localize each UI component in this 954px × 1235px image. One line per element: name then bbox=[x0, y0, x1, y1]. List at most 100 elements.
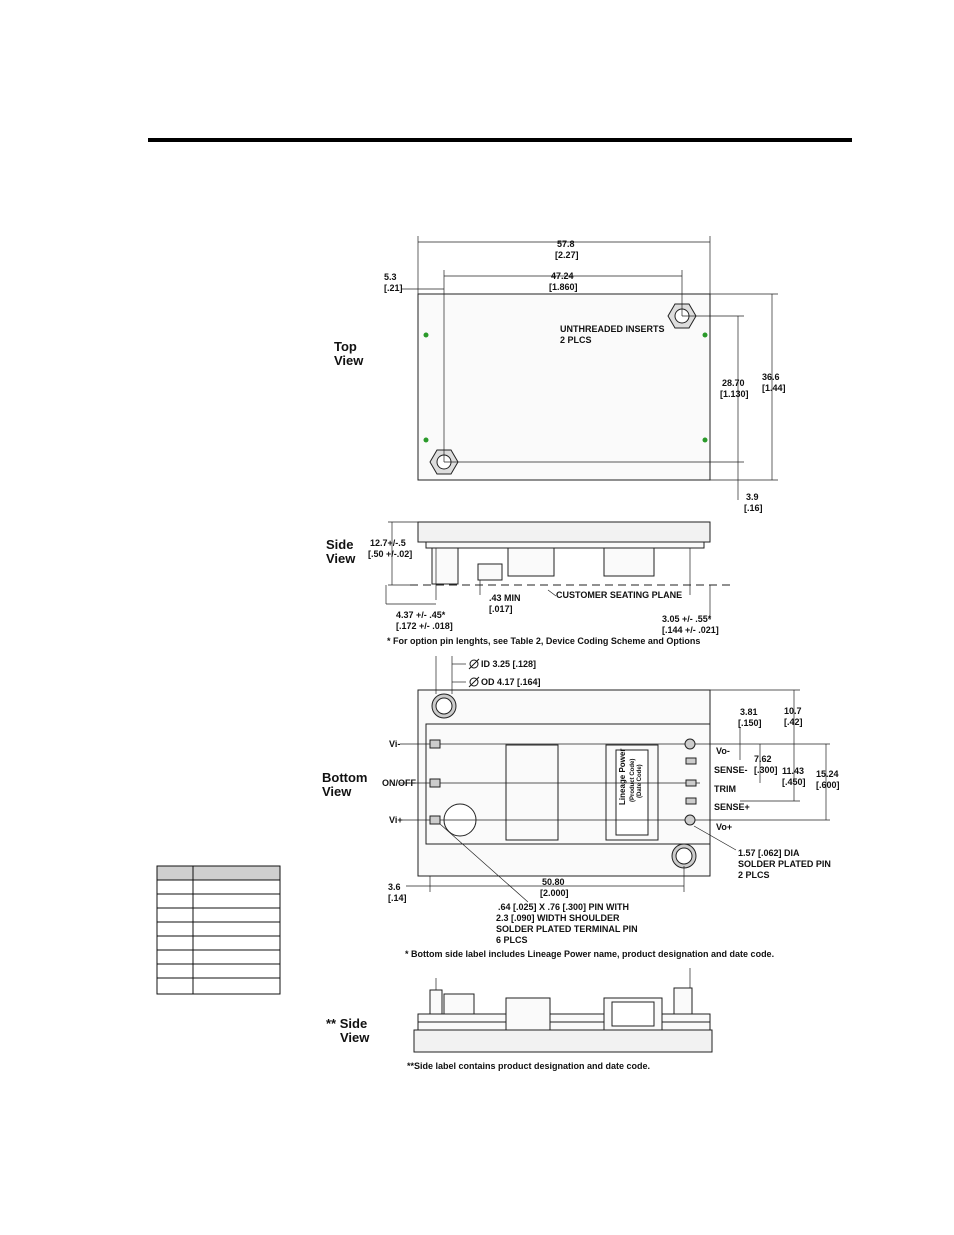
dim-10-7-in: [.42] bbox=[784, 717, 803, 727]
side2-pcb bbox=[417, 1013, 711, 1023]
dim-3-6: 3.6 bbox=[388, 882, 401, 892]
dim-50-80: 50.80 bbox=[542, 877, 565, 887]
dim-insert-vert-in: [1.130] bbox=[720, 389, 749, 399]
pin-label-trim: TRIM bbox=[714, 784, 736, 794]
side-view-label: Side bbox=[326, 537, 353, 552]
dim-pin-left-in: [.172 +/- .018] bbox=[396, 621, 453, 631]
dim-bottom-offset: 3.9 bbox=[746, 492, 759, 502]
pin-on-off bbox=[429, 778, 441, 788]
side2-footnote: **Side label contains product designatio… bbox=[407, 1061, 650, 1071]
label-text-1: Lineage Power bbox=[618, 749, 627, 805]
top-mark-4 bbox=[702, 437, 708, 443]
dim-pin-right-in: [.144 +/- .021] bbox=[662, 625, 719, 635]
side2-component-3 bbox=[443, 993, 475, 1015]
side-component-1 bbox=[507, 547, 555, 577]
pin-label-sense-plus: SENSE+ bbox=[714, 802, 750, 812]
dim-7-62: 7.62 bbox=[754, 754, 772, 764]
bottom-component-1 bbox=[505, 744, 559, 841]
dim-width-in: [2.27] bbox=[555, 250, 579, 260]
pin-function-table bbox=[156, 865, 281, 995]
side-baseplate bbox=[417, 521, 711, 543]
dim-15-24: 15.24 bbox=[816, 769, 839, 779]
dim-insert-spacing: 47.24 bbox=[551, 271, 574, 281]
side-footnote: * For option pin lenghts, see Table 2, D… bbox=[387, 636, 700, 646]
dim-min: .43 MIN bbox=[489, 593, 521, 603]
dim-left-offset: 5.3 bbox=[384, 272, 397, 282]
pin-vi-plus bbox=[429, 815, 441, 825]
side2-view-label: ** Side bbox=[326, 1016, 367, 1031]
top-mark-3 bbox=[423, 437, 429, 443]
side2-label bbox=[611, 1001, 655, 1027]
pin-label-vo-plus: Vo+ bbox=[716, 822, 732, 832]
table-header bbox=[156, 865, 281, 881]
side-pcb bbox=[425, 541, 705, 549]
dim-od: OD 4.17 [.164] bbox=[481, 677, 541, 687]
side2-baseplate bbox=[413, 1029, 713, 1053]
term-note-3: SOLDER PLATED TERMINAL PIN bbox=[496, 924, 638, 934]
dim-3-81-in: [.150] bbox=[738, 718, 762, 728]
top-mark-1 bbox=[423, 332, 429, 338]
pin-note-1: 1.57 [.062] DIA bbox=[738, 848, 800, 858]
top-view: Top View 57.8 [2.27] 47.24 [1.860] 5.3 [… bbox=[334, 236, 786, 513]
pin-label-vi-plus: Vi+ bbox=[389, 815, 403, 825]
pin-label-vi-minus: Vi- bbox=[389, 739, 400, 749]
label-text-3: (Date Code) bbox=[637, 764, 643, 798]
bottom-label bbox=[615, 749, 649, 836]
side-view-2: ** Side View **Side label contains produ… bbox=[326, 968, 713, 1071]
top-view-label-2: View bbox=[334, 353, 364, 368]
pin-label-on-off: ON/OFF bbox=[382, 778, 416, 788]
pin-vo-minus bbox=[684, 738, 696, 750]
pin-vi-minus bbox=[429, 739, 441, 749]
term-note-2: 2.3 [.090] WIDTH SHOULDER bbox=[496, 913, 620, 923]
pin-trim bbox=[685, 779, 697, 787]
dim-insert-vert: 28.70 bbox=[722, 378, 745, 388]
term-note-1: .64 [.025] X .76 [.300] PIN WITH bbox=[498, 902, 629, 912]
term-note-4: 6 PLCS bbox=[496, 935, 528, 945]
bottom-view: Bottom View Lineage Power (Product Code)… bbox=[322, 656, 840, 959]
top-mark-2 bbox=[702, 332, 708, 338]
dim-side-height-in: [.50 +/-.02] bbox=[368, 549, 412, 559]
dim-id: ID 3.25 [.128] bbox=[481, 659, 536, 669]
dim-10-7: 10.7 bbox=[784, 706, 802, 716]
dim-11-43: 11.43 bbox=[782, 766, 804, 776]
side2-component-4 bbox=[673, 987, 693, 1015]
bottom-view-label: Bottom bbox=[322, 770, 368, 785]
dim-pin-left: 4.37 +/- .45* bbox=[396, 610, 446, 620]
pin-sense-minus bbox=[685, 757, 697, 765]
side2-view-label-2: View bbox=[340, 1030, 370, 1045]
dim-left-offset-in: [.21] bbox=[384, 283, 403, 293]
pin-sense-plus bbox=[685, 797, 697, 805]
dim-insert-spacing-in: [1.860] bbox=[549, 282, 578, 292]
dim-bottom-offset-in: [.16] bbox=[744, 503, 763, 513]
diameter-symbol-id bbox=[469, 659, 479, 669]
dim-11-43-in: [.450] bbox=[782, 777, 806, 787]
dim-height: 36.6 bbox=[762, 372, 780, 382]
dim-pin-right: 3.05 +/- .55* bbox=[662, 614, 712, 624]
top-view-label: Top bbox=[334, 339, 357, 354]
side-view: Side View 12.7+/-.5 [.50 +/-.02] .43 MIN… bbox=[326, 521, 730, 646]
side-view-label-2: View bbox=[326, 551, 356, 566]
diameter-symbol-od bbox=[469, 677, 479, 687]
label-text-2: (Product Code) bbox=[630, 759, 636, 802]
pin-vo-plus bbox=[684, 814, 696, 826]
header-rule bbox=[148, 138, 852, 142]
pin-note-2: SOLDER PLATED PIN bbox=[738, 859, 831, 869]
pin-note-3: 2 PLCS bbox=[738, 870, 770, 880]
dim-3-81: 3.81 bbox=[740, 707, 758, 717]
dim-50-80-in: [2.000] bbox=[540, 888, 569, 898]
dim-height-in: [1.44] bbox=[762, 383, 786, 393]
dim-side-height: 12.7+/-.5 bbox=[370, 538, 406, 548]
note-inserts-count: 2 PLCS bbox=[560, 335, 592, 345]
pin-label-sense-minus: SENSE- bbox=[714, 765, 748, 775]
bottom-footnote: * Bottom side label includes Lineage Pow… bbox=[405, 949, 774, 959]
pin-label-vo-minus: Vo- bbox=[716, 746, 730, 756]
bottom-view-label-2: View bbox=[322, 784, 352, 799]
note-inserts: UNTHREADED INSERTS bbox=[560, 324, 665, 334]
top-view-body bbox=[417, 293, 711, 481]
side-component-2 bbox=[603, 547, 655, 577]
side-component-4 bbox=[477, 563, 503, 581]
dim-min-in: [.017] bbox=[489, 604, 513, 614]
dim-15-24-in: [.600] bbox=[816, 780, 840, 790]
dim-3-6-in: [.14] bbox=[388, 893, 407, 903]
